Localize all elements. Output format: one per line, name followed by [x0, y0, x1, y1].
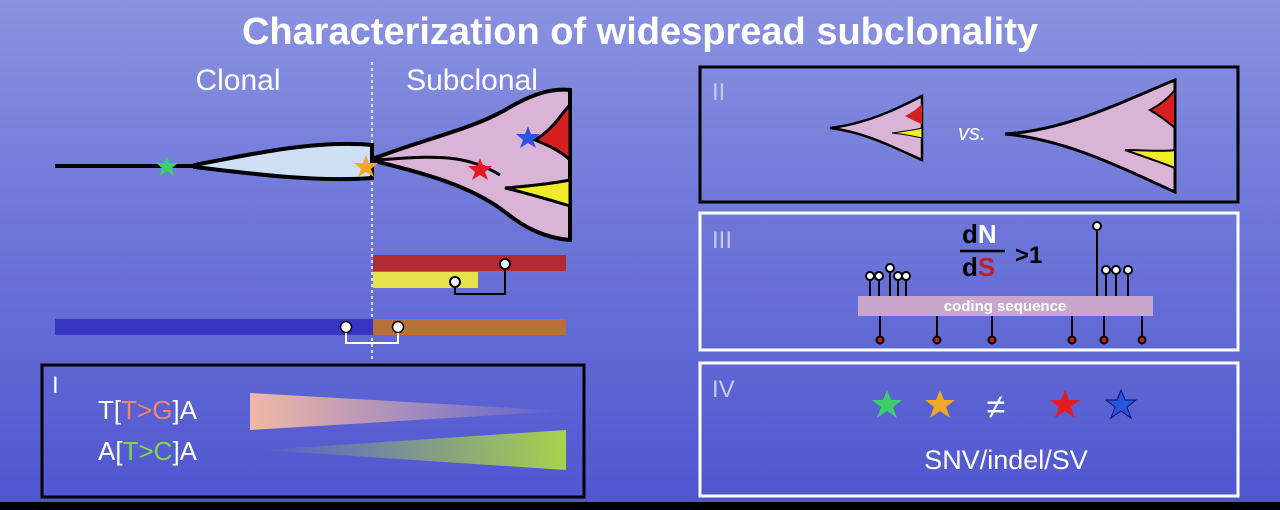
- ds-denominator: dS: [962, 252, 995, 282]
- yellow-bar-node: [449, 276, 461, 288]
- panel-IV-caption: SNV/indel/SV: [924, 445, 1088, 475]
- orange-bar-node: [391, 320, 405, 334]
- red-bar-node: [499, 258, 511, 270]
- red-bar: [373, 255, 566, 271]
- blue-star-icon: [1104, 388, 1138, 420]
- panel-I-roman: I: [52, 372, 59, 399]
- bottom-edge: [0, 502, 1280, 510]
- red-subclone: [531, 101, 572, 164]
- panel-III: [698, 211, 1240, 352]
- upper-lollipops: [865, 221, 1133, 296]
- yellow-bar: [373, 272, 478, 288]
- subclone-envelope: [363, 87, 572, 243]
- blue-bar-node: [339, 320, 353, 334]
- coding-sequence-label: coding sequence: [944, 298, 1067, 315]
- clone-envelope: [193, 141, 374, 182]
- figure-title: Characterization of widespread subclonal…: [242, 11, 1038, 53]
- ratio-tail: >1: [1015, 242, 1042, 269]
- signature-row-1: T[T>G]A: [98, 395, 198, 425]
- blue-star-icon: [516, 126, 540, 148]
- yellow-subclone: [504, 178, 572, 209]
- panel-I: [40, 363, 586, 499]
- panel-II-roman: II: [712, 79, 725, 106]
- panel-II: [698, 65, 1240, 204]
- orange-star-icon: [925, 390, 955, 418]
- bar-connector-lower: [345, 327, 399, 344]
- green-star-icon: [156, 156, 178, 176]
- large-tree: [1004, 77, 1177, 195]
- orange-star-icon: [354, 155, 378, 177]
- dn-numerator: dN: [962, 219, 997, 249]
- red-star-icon: [468, 158, 492, 180]
- increasing-ramp: [262, 430, 566, 470]
- clonal-label: Clonal: [195, 64, 280, 97]
- blue-bar: [55, 319, 373, 335]
- red-star-icon: [1050, 390, 1080, 418]
- lower-lollipops: [875, 316, 1147, 345]
- panel-IV: [698, 361, 1240, 498]
- large-tree-red: [1147, 87, 1176, 131]
- coding-sequence-bar: [858, 296, 1153, 316]
- signature-row-2: A[T>C]A: [98, 436, 198, 466]
- subclonal-label: Subclonal: [406, 64, 538, 97]
- small-tree-red: [905, 104, 922, 124]
- vs-label: vs.: [958, 120, 986, 145]
- large-tree-yellow: [1124, 148, 1176, 170]
- not-equal-symbol: ≠: [987, 388, 1006, 426]
- green-star-icon: [872, 390, 902, 418]
- decreasing-ramp: [250, 393, 566, 430]
- orange-bar: [373, 319, 566, 335]
- panel-IV-roman: IV: [712, 376, 735, 403]
- panel-III-roman: III: [712, 227, 732, 254]
- small-tree-yellow: [891, 127, 923, 139]
- small-tree: [829, 93, 924, 162]
